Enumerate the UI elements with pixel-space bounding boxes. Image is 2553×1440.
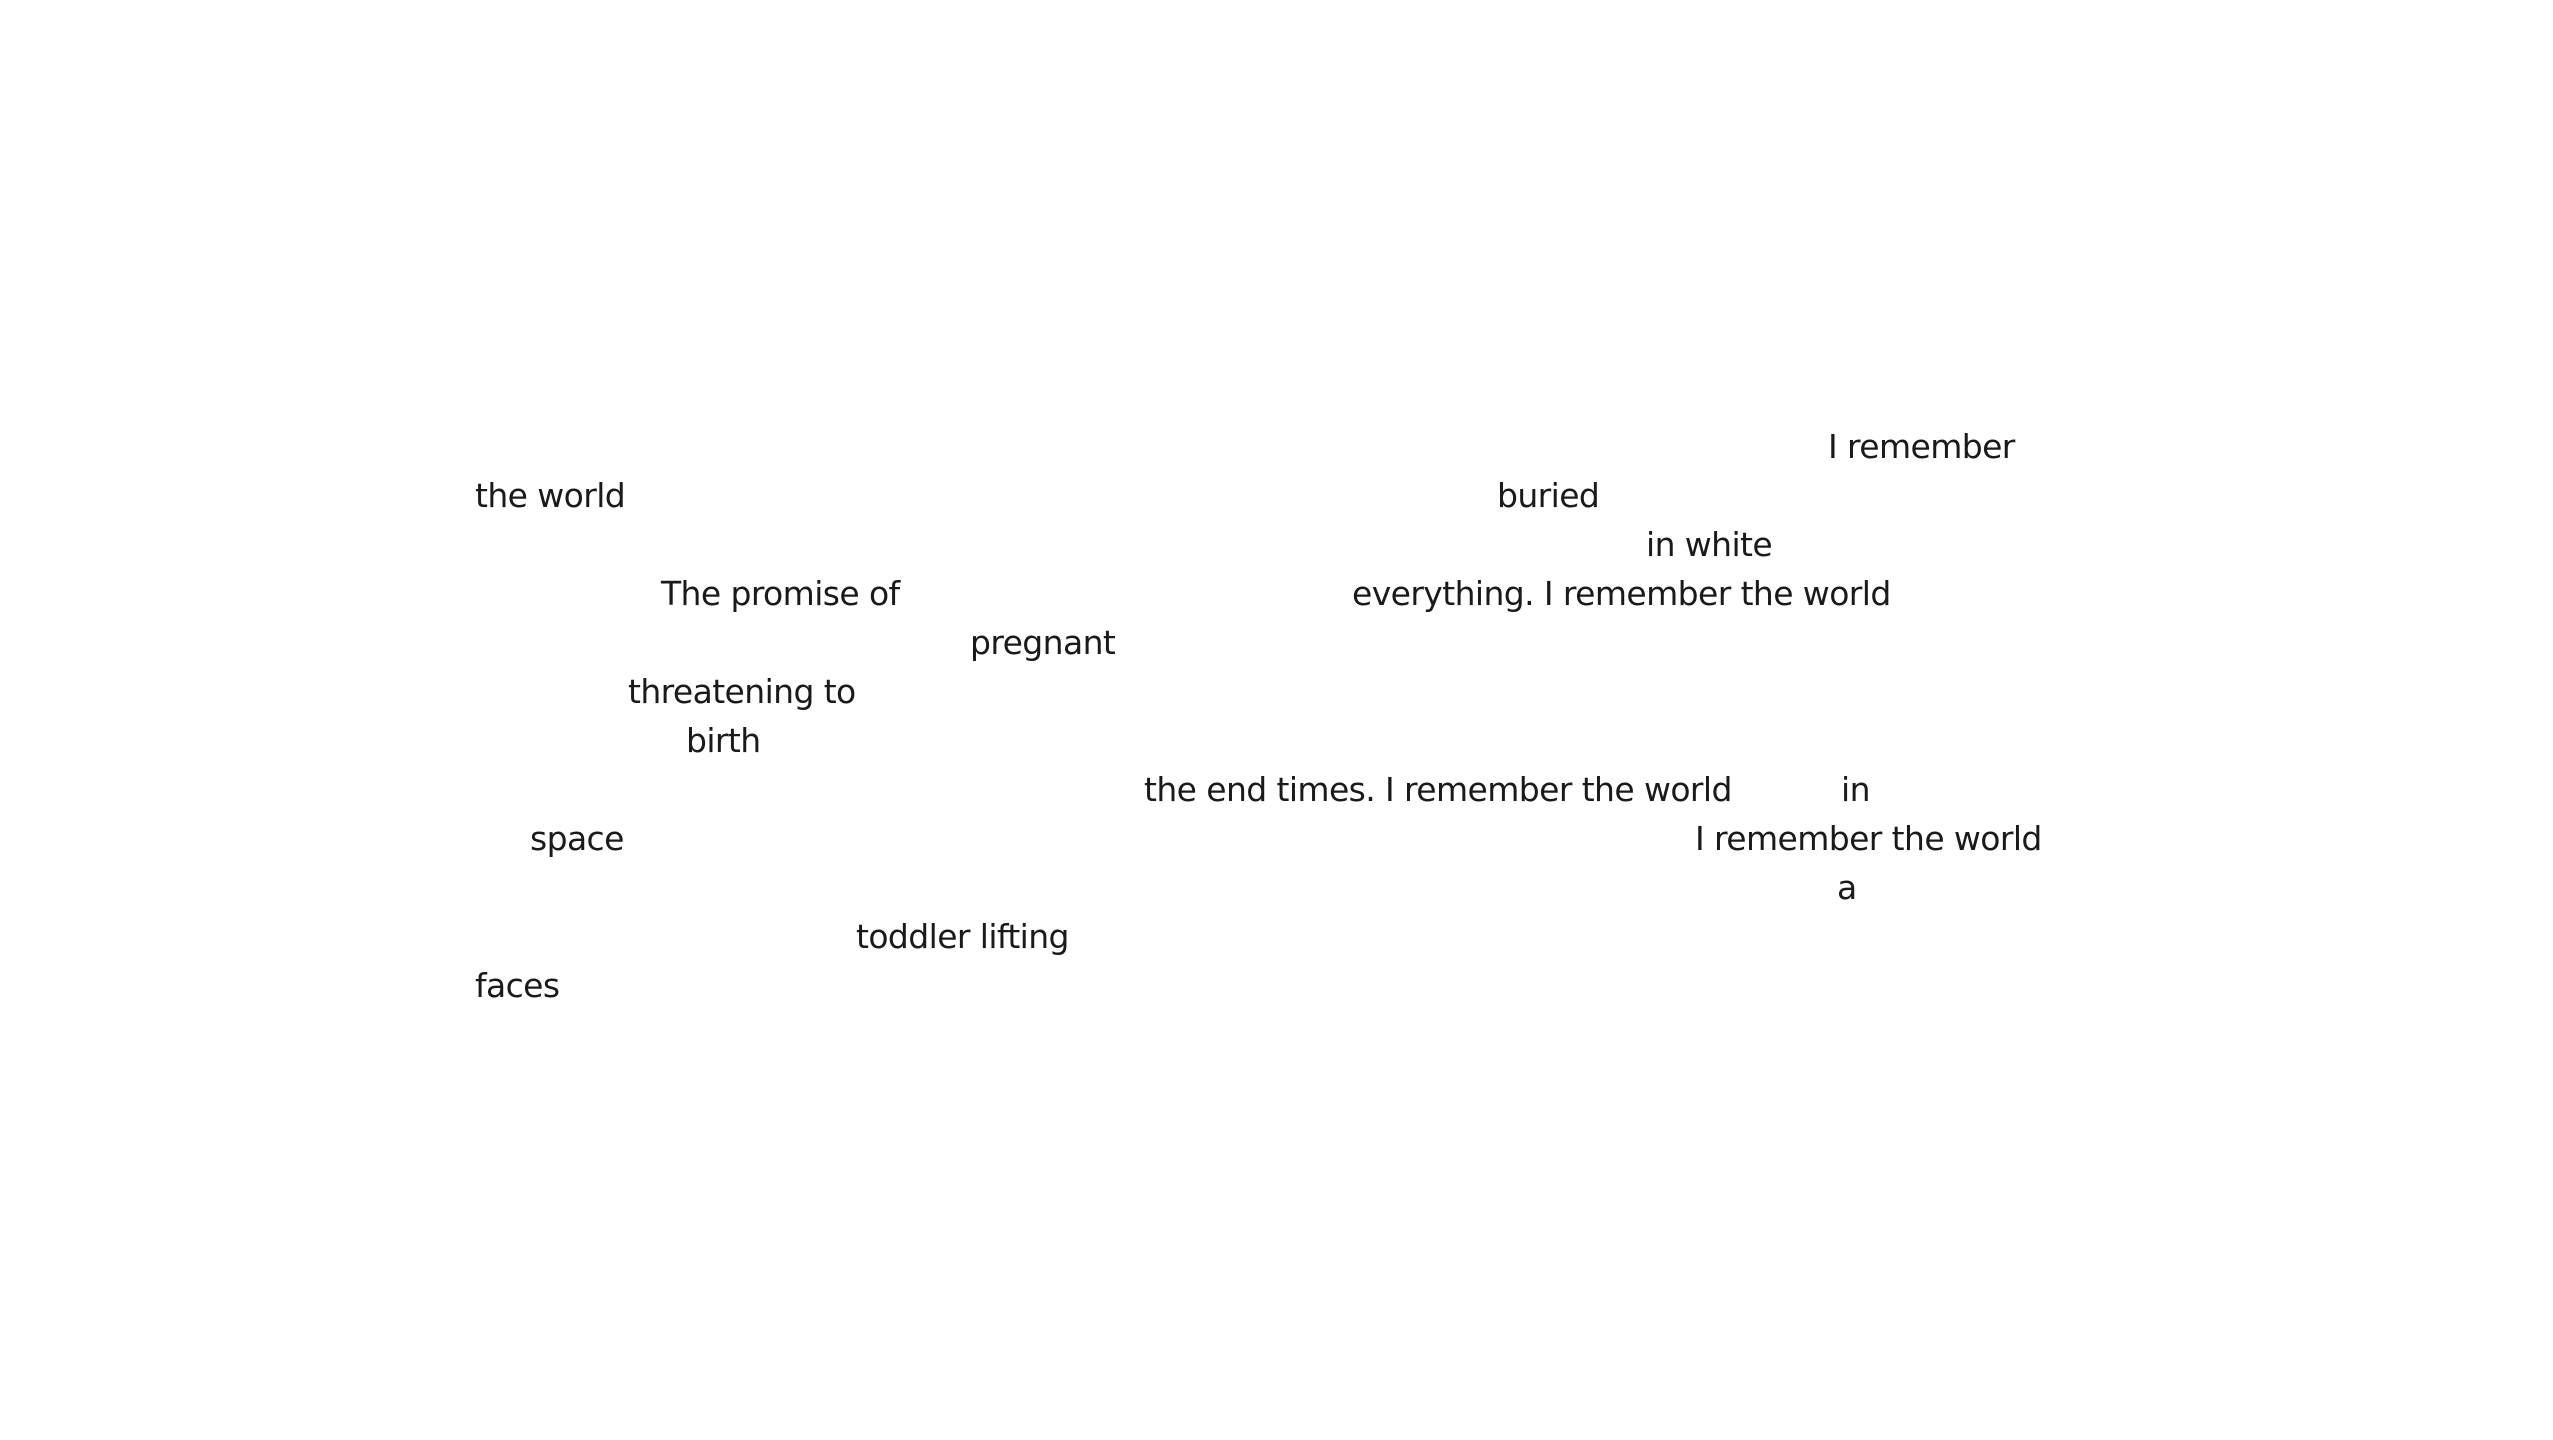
poem-fragment: The promise of (661, 574, 900, 613)
poem-fragment: pregnant (970, 623, 1116, 662)
poem-fragment: birth (686, 721, 761, 760)
poem-fragment: in white (1646, 525, 1773, 564)
poem-fragment: I remember (1828, 427, 2015, 466)
poem-fragment: everything. I remember the world (1352, 574, 1891, 613)
poem-fragment: space (530, 819, 624, 858)
poem-fragment: the end times. I remember the world (1144, 770, 1732, 809)
poem-fragment: toddler lifting (856, 917, 1070, 956)
poem-fragment: buried (1497, 476, 1600, 515)
poem-fragment: in (1841, 770, 1870, 809)
poem-fragment: the world (475, 476, 626, 515)
poem-fragment: a (1837, 868, 1857, 907)
poem-fragment: I remember the world (1695, 819, 2042, 858)
poem-fragment: faces (475, 966, 560, 1005)
poem-fragment: threatening to (628, 672, 856, 711)
